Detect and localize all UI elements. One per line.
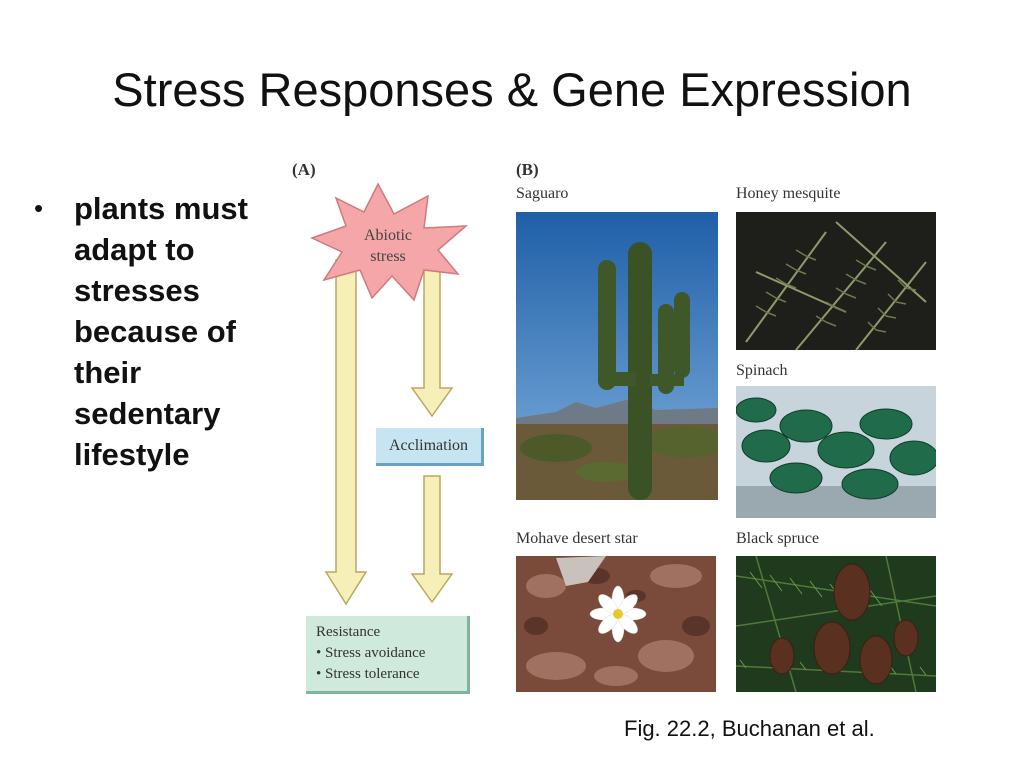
photo-black-spruce [736,556,936,692]
photo-label-mohave-desert-star: Mohave desert star [516,530,638,547]
acclimation-box: Acclimation [376,428,484,466]
photo-label-honey-mesquite: Honey mesquite [736,185,841,202]
photo-mohave-desert-star [516,556,716,692]
resistance-title: Resistance [316,624,381,640]
arrow-acclimation-to-resistance [410,475,454,604]
slide-title: Stress Responses & Gene Expression [112,63,912,116]
bullet-text: plants must adapt to stresses because of… [74,191,248,472]
arrow-to-acclimation [410,261,454,418]
photo-spinach [736,386,936,518]
stress-label-line1: Abiotic [364,227,412,244]
resistance-item-tolerance: • Stress tolerance [316,666,420,682]
panel-a-label: (A) [292,160,316,179]
resistance-item-avoidance: • Stress avoidance [316,645,426,661]
abiotic-stress-starburst [310,182,469,302]
panel-b-label: (B) [516,160,539,179]
photo-label-saguaro: Saguaro [516,185,569,202]
photo-honey-mesquite [736,212,936,350]
bullet-list: • plants must adapt to stresses because … [34,188,274,475]
stress-label-line2: stress [370,248,406,265]
photo-label-black-spruce: Black spruce [736,530,820,547]
photo-label-spinach: Spinach [736,362,788,379]
figure-caption: Fig. 22.2, Buchanan et al. [624,716,875,741]
arrow-to-resistance [324,259,368,606]
resistance-box: Resistance • Stress avoidance • Stress t… [306,616,470,694]
bullet-marker: • [34,193,44,223]
photo-saguaro [516,212,718,500]
